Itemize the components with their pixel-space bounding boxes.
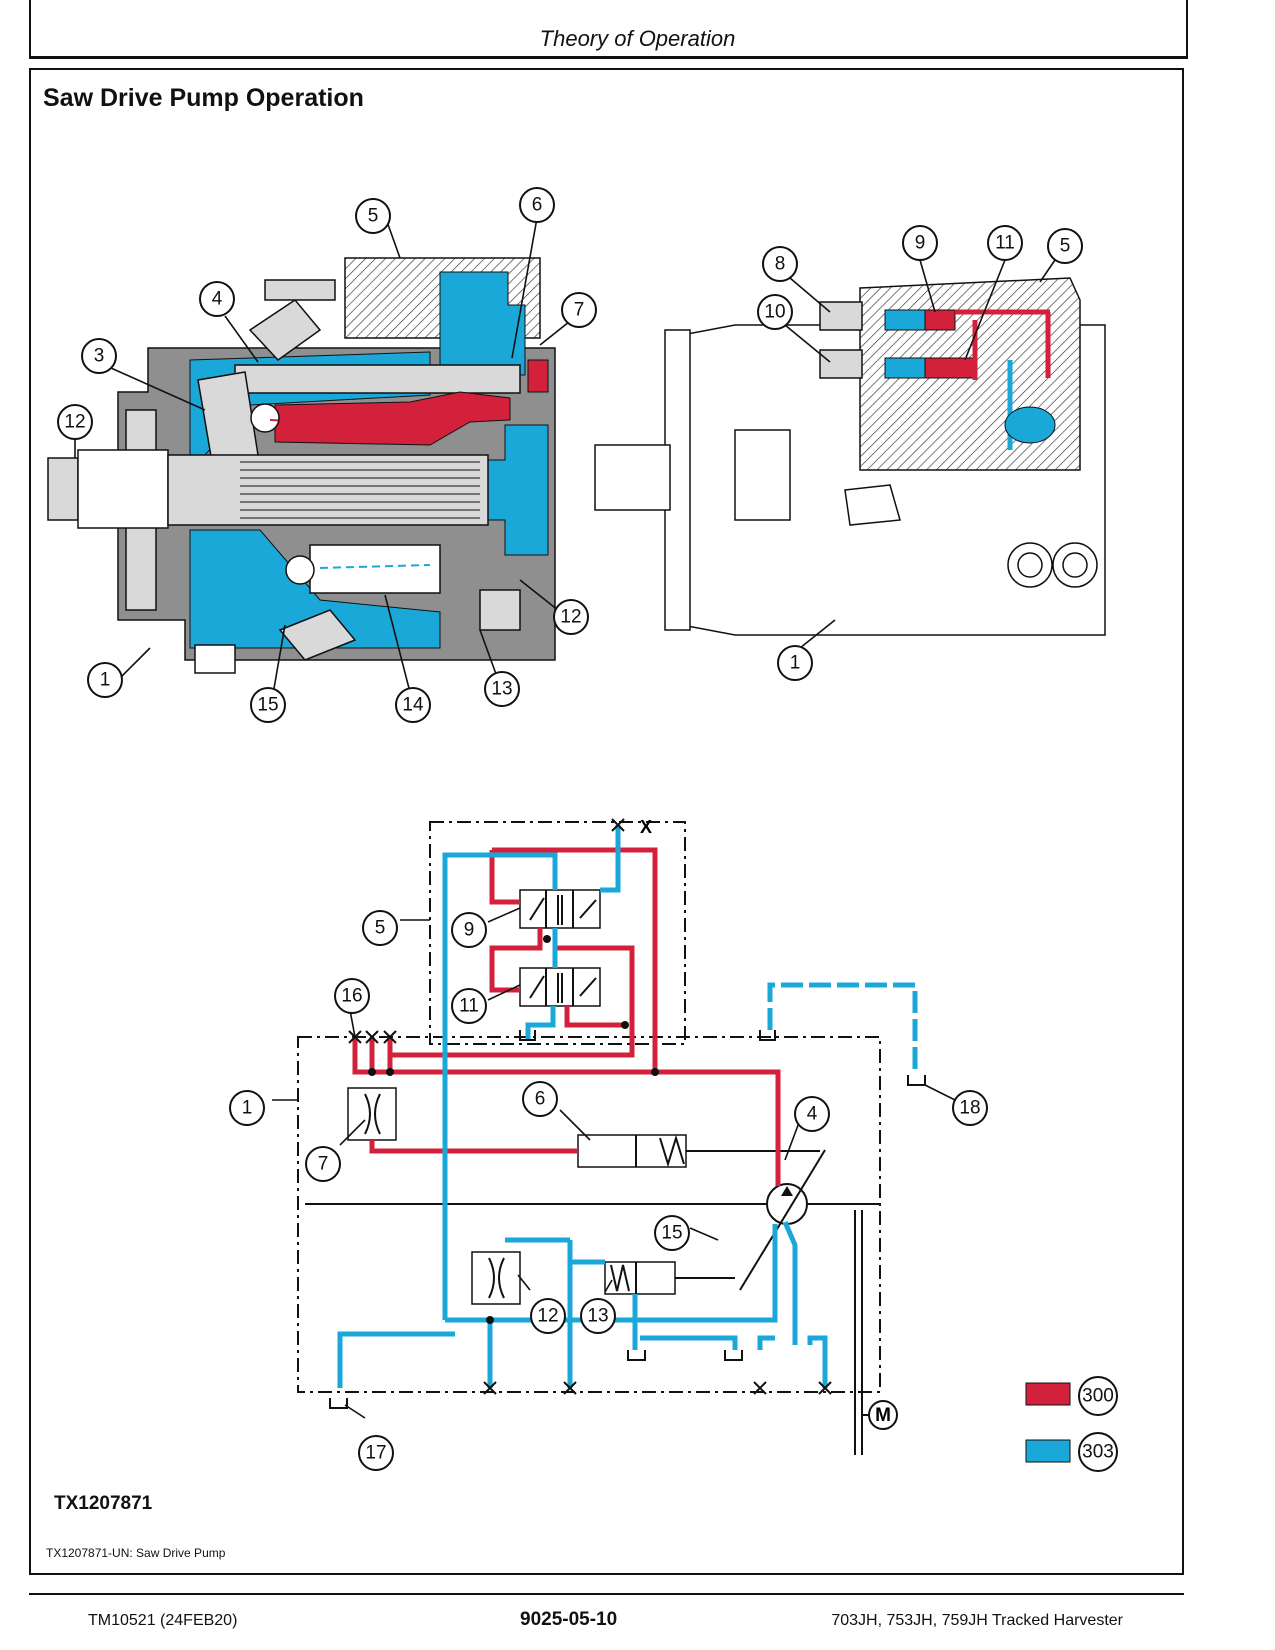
svg-text:303: 303 [1082, 1442, 1114, 1463]
callout-14-cutaway: 14 [395, 687, 431, 723]
callout-12-schematic: 12 [530, 1298, 566, 1334]
callout-1-schematic: 1 [229, 1090, 265, 1126]
callout-5-exterior: 5 [1047, 228, 1083, 264]
pump-cutaway-section [47, 257, 556, 674]
pump-boundary [297, 1036, 881, 1393]
legend: 300 303 [1025, 1376, 1118, 1472]
svg-text:13: 13 [491, 679, 512, 700]
callout-18-schematic: 18 [952, 1090, 988, 1126]
svg-text:12: 12 [560, 607, 581, 628]
svg-text:18: 18 [959, 1098, 980, 1119]
svg-text:5: 5 [368, 206, 379, 227]
legend-swatch-300 [1025, 1382, 1071, 1406]
svg-text:1: 1 [100, 670, 111, 691]
callout-8-exterior: 8 [762, 246, 798, 282]
callout-13-schematic: 13 [580, 1298, 616, 1334]
section-header: Theory of Operation [539, 26, 736, 51]
orifice-12-symbol [471, 1251, 521, 1305]
callout-7-cutaway: 7 [561, 292, 597, 328]
svg-text:300: 300 [1082, 1386, 1114, 1407]
svg-text:10: 10 [764, 302, 785, 323]
svg-text:9: 9 [915, 233, 926, 254]
header-frame [29, 0, 1188, 59]
callout-6-schematic: 6 [522, 1081, 558, 1117]
footer-rule [29, 1593, 1184, 1595]
svg-text:3: 3 [94, 346, 105, 367]
svg-text:9: 9 [464, 920, 475, 941]
svg-text:7: 7 [574, 300, 585, 321]
callout-6-cutaway: 6 [519, 187, 555, 223]
callout-1-cutaway: 1 [87, 662, 123, 698]
callout-11-exterior: 11 [987, 225, 1023, 261]
callout-15-cutaway: 15 [250, 687, 286, 723]
hydraulic-schematic: X M [297, 817, 926, 1455]
figure-panel [29, 68, 1184, 1575]
callout-4-cutaway: 4 [199, 281, 235, 317]
svg-text:13: 13 [587, 1306, 608, 1327]
callout-3-cutaway: 3 [81, 338, 117, 374]
figure-id: TX1207871 [54, 1493, 153, 1514]
callout-11-schematic: 11 [451, 988, 487, 1024]
callout-12-cutaway-top: 12 [57, 404, 93, 440]
callout-9-schematic: 9 [451, 912, 487, 948]
callout-4-schematic: 4 [794, 1096, 830, 1132]
callout-7-schematic: 7 [305, 1146, 341, 1182]
svg-text:15: 15 [661, 1223, 682, 1244]
svg-text:11: 11 [995, 233, 1015, 254]
callout-16-schematic: 16 [334, 978, 370, 1014]
orifice-7-symbol [347, 1087, 397, 1141]
footer-manual: TM10521 (24FEB20) [88, 1612, 238, 1629]
callout-12-cutaway-bottom: 12 [553, 599, 589, 635]
motor-symbol [868, 1400, 898, 1430]
svg-text:12: 12 [64, 412, 85, 433]
callout-15-schematic: 15 [654, 1215, 690, 1251]
svg-text:1: 1 [790, 653, 801, 674]
legend-swatch-303 [1025, 1439, 1071, 1463]
control-valve-boundary [429, 821, 686, 1045]
svg-text:5: 5 [1060, 236, 1071, 257]
svg-text:7: 7 [318, 1154, 329, 1175]
legend-code-303: 303 [1078, 1432, 1118, 1472]
figure-caption: TX1207871-UN: Saw Drive Pump [46, 1546, 226, 1560]
callout-leaders [74, 215, 1056, 1419]
svg-text:14: 14 [402, 695, 424, 716]
svg-text:15: 15 [257, 695, 278, 716]
svg-text:4: 4 [807, 1104, 818, 1125]
svg-text:12: 12 [537, 1306, 558, 1327]
svg-text:16: 16 [341, 986, 362, 1007]
svg-text:4: 4 [212, 289, 223, 310]
callout-17-schematic: 17 [358, 1435, 394, 1471]
svg-text:6: 6 [535, 1089, 546, 1110]
callout-1-exterior: 1 [777, 645, 813, 681]
servo-6-symbol [577, 1134, 687, 1168]
svg-text:6: 6 [532, 195, 543, 216]
callout-5-cutaway: 5 [355, 198, 391, 234]
footer-page-number: 9025-05-10 [520, 1609, 618, 1630]
callout-5-schematic: 5 [362, 910, 398, 946]
footer-model: 703JH, 753JH, 759JH Tracked Harvester [831, 1612, 1123, 1629]
callout-10-exterior: 10 [757, 294, 793, 330]
servo-13-symbol [604, 1261, 676, 1295]
page-title: Saw Drive Pump Operation [43, 84, 364, 112]
svg-text:1: 1 [242, 1098, 253, 1119]
legend-code-300: 300 [1078, 1376, 1118, 1416]
port-x-label: X [640, 817, 652, 837]
svg-text:8: 8 [775, 254, 786, 275]
callout-13-cutaway: 13 [484, 671, 520, 707]
svg-text:11: 11 [459, 996, 479, 1017]
svg-text:17: 17 [365, 1443, 386, 1464]
svg-text:5: 5 [375, 918, 386, 939]
pump-exterior-view [594, 277, 1106, 636]
motor-label: M [875, 1405, 891, 1426]
callout-9-exterior: 9 [902, 225, 938, 261]
